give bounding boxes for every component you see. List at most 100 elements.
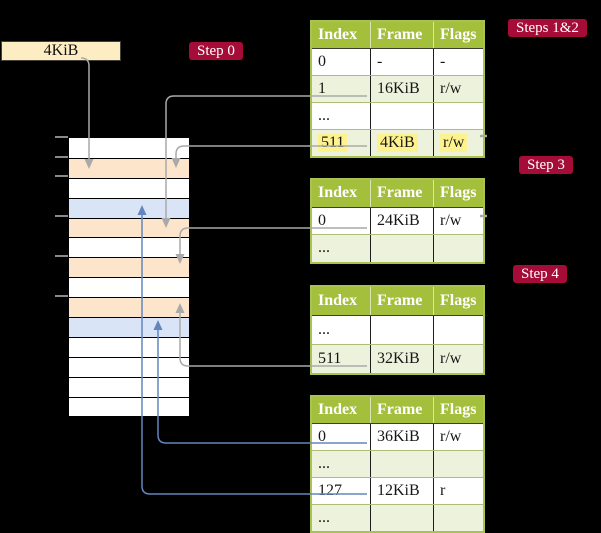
- badge-step-4: Step 4: [513, 265, 567, 283]
- page-table-cell: r/w: [433, 207, 483, 234]
- page-table-cell: 4KiB: [370, 130, 433, 156]
- page-table-cell: r: [433, 478, 483, 504]
- cell-text: ...: [318, 239, 330, 257]
- page-table-row: 511 4KiB r/w: [312, 129, 483, 156]
- cell-text: 0: [318, 53, 326, 70]
- header-cell-frame: Frame: [370, 22, 433, 48]
- page-table-row: 127 12KiB r: [312, 477, 483, 504]
- badge-step-3: Step 3: [519, 156, 573, 174]
- frame-address-box: 4KiB: [1, 41, 121, 61]
- page-table-cell: [433, 103, 483, 129]
- page-table-row: 1 16KiB r/w: [312, 75, 483, 102]
- page-table-cell: [433, 505, 483, 531]
- header-cell-index: Index: [318, 184, 358, 202]
- memory-row-3-free: [69, 177, 189, 198]
- page-table-row: ...: [312, 315, 483, 344]
- cell-text: ...: [318, 321, 330, 338]
- page-table-cell: [370, 505, 433, 531]
- page-table-cell: r/w: [433, 345, 483, 373]
- cell-text: ...: [318, 509, 330, 526]
- memory-row-14-free: [69, 396, 189, 417]
- header-cell-index: Index: [318, 26, 358, 43]
- memory-column: [68, 137, 190, 418]
- cell-text: r/w: [440, 428, 462, 445]
- header-cell-flags: Flags: [433, 22, 483, 48]
- cell-text: 32KiB: [377, 350, 420, 367]
- cell-text: -: [377, 53, 383, 70]
- header-cell-frame: Frame: [370, 397, 433, 423]
- memory-row-11-free: [69, 336, 189, 357]
- header-cell-flags: Flags: [433, 287, 483, 315]
- cell-text: 511: [318, 134, 348, 152]
- page-table-cell: r/w: [433, 424, 483, 450]
- page-table-cell: [370, 103, 433, 129]
- page-table-cell: ...: [312, 103, 370, 129]
- cell-text: r: [440, 482, 446, 499]
- memory-row-1-free: [69, 138, 189, 158]
- header-cell-frame: Frame: [370, 287, 433, 315]
- memory-row-6-free: [69, 237, 189, 258]
- cell-text: 4KiB: [377, 134, 418, 152]
- cell-text: r/w: [440, 80, 462, 97]
- page-table-cell: ...: [312, 316, 370, 344]
- header-cell-frame: Frame: [370, 180, 433, 207]
- cell-text: r/w: [440, 211, 462, 229]
- memory-row-9-table: [69, 297, 189, 318]
- page-table-cell: 1: [312, 76, 370, 102]
- header-cell-index: Index: [318, 401, 358, 418]
- page-table-cell: 12KiB: [370, 478, 433, 504]
- page-table-row: ...: [312, 504, 483, 531]
- memory-row-13-free: [69, 376, 189, 397]
- cell-text: r/w: [440, 134, 468, 152]
- cell-text: 127: [318, 482, 342, 499]
- page-table-cell: -: [370, 49, 433, 75]
- cell-text: 16KiB: [377, 80, 420, 97]
- memory-row-2-table: [69, 157, 189, 178]
- header-cell-flags: Flags: [433, 180, 483, 207]
- cell-text: 0: [318, 211, 326, 229]
- page-table-cell: ...: [312, 505, 370, 531]
- page-table-cell: r/w: [433, 76, 483, 102]
- page-table-cell: 0: [312, 424, 370, 450]
- badge-step-0: Step 0: [189, 42, 243, 60]
- cell-text: ...: [318, 107, 330, 124]
- page-table-cell: 24KiB: [370, 207, 433, 234]
- page-table-cell: 36KiB: [370, 424, 433, 450]
- page-table-cell: [370, 316, 433, 344]
- cell-text: 1: [318, 80, 326, 97]
- cell-text: 36KiB: [377, 428, 420, 445]
- page-table-row: ...: [312, 102, 483, 129]
- page-table-cell: -: [433, 49, 483, 75]
- header-cell-index: Index: [318, 292, 358, 309]
- badge-steps-1-2: Steps 1&2: [508, 19, 587, 37]
- page-table-cell: [433, 235, 483, 262]
- page-table-cell: [370, 235, 433, 262]
- page-table-row: ...: [312, 450, 483, 477]
- page-table-row: 0 24KiB r/w: [312, 206, 483, 235]
- page-table-cell: ...: [312, 235, 370, 262]
- cell-text: 0: [318, 428, 326, 445]
- page-table-cell: 16KiB: [370, 76, 433, 102]
- memory-row-10-page: [69, 317, 189, 337]
- page-table-row: 0 36KiB r/w: [312, 423, 483, 450]
- page-table-cell: 0: [312, 49, 370, 75]
- page-table-cell: 0: [312, 208, 370, 235]
- cell-text: r/w: [440, 350, 462, 367]
- page-table-cell: 127: [312, 478, 370, 504]
- memory-row-8-free: [69, 277, 189, 298]
- cell-text: ...: [318, 455, 330, 472]
- page-table-cell: ...: [312, 451, 370, 477]
- memory-row-7-table: [69, 257, 189, 278]
- cell-text: 24KiB: [377, 211, 420, 229]
- page-table-cell: 32KiB: [370, 345, 433, 373]
- memory-row-4-page: [69, 197, 189, 218]
